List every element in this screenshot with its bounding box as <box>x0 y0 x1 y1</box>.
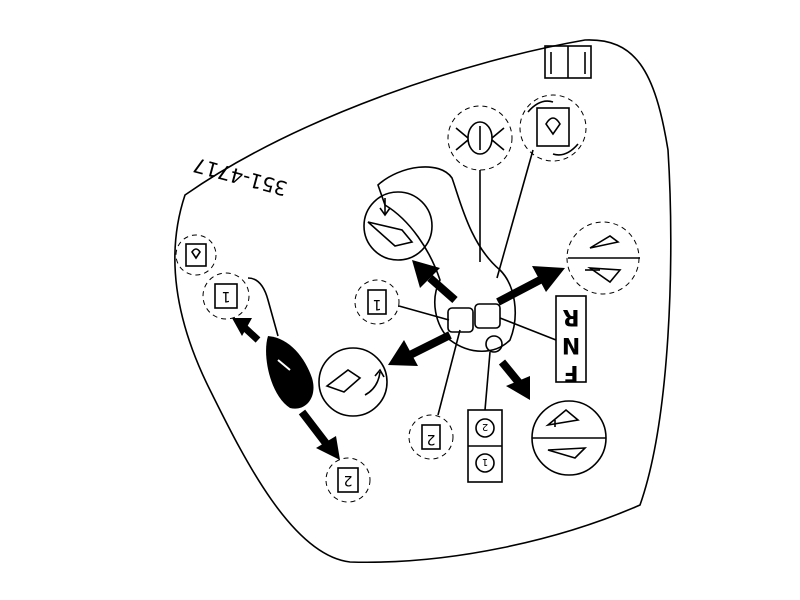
lever-range-label-2: 2 <box>344 472 353 488</box>
gear-letter-n: N <box>562 332 580 357</box>
lever-range-icon-2: 2 <box>325 457 371 503</box>
lever-range-icon-1: 1 <box>202 272 279 337</box>
gear-letter-f: F <box>563 360 578 385</box>
arrow-up-right <box>496 266 565 306</box>
switch-left[interactable] <box>447 307 474 333</box>
manual-book-icon <box>544 45 592 79</box>
gear-letter-r: R <box>562 304 579 329</box>
speed-button[interactable] <box>485 335 503 353</box>
gear-selector-labels: R N F <box>499 295 587 385</box>
range-switch-icon-2: 2 <box>408 329 461 460</box>
lever-handle-icon <box>232 318 340 460</box>
speed-gear-label-2: 2 <box>482 421 488 432</box>
decal-outline <box>174 39 672 564</box>
bucket-tilt-icon <box>566 221 640 295</box>
arrow-down-left <box>388 331 452 366</box>
bucket-rollback-icon <box>318 347 388 417</box>
steering-float-icon <box>447 105 513 262</box>
left-float-icon <box>175 234 217 276</box>
lever-range-label-1: 1 <box>222 288 231 304</box>
range-switch-label-2: 2 <box>427 431 436 447</box>
bucket-dump-icon <box>531 400 607 476</box>
arrow-down-right <box>498 359 530 400</box>
speed-gear-box: 2 1 <box>467 351 503 483</box>
arrow-up-left <box>412 260 458 304</box>
joystick-tilt-icon <box>496 94 587 279</box>
switch-right[interactable] <box>474 303 501 329</box>
speed-gear-label-1: 1 <box>482 456 488 467</box>
range-switch-icon-1: 1 <box>354 279 450 325</box>
bucket-lower-icon <box>363 191 433 261</box>
joystick-body <box>377 166 516 352</box>
range-switch-label-1: 1 <box>373 296 382 312</box>
